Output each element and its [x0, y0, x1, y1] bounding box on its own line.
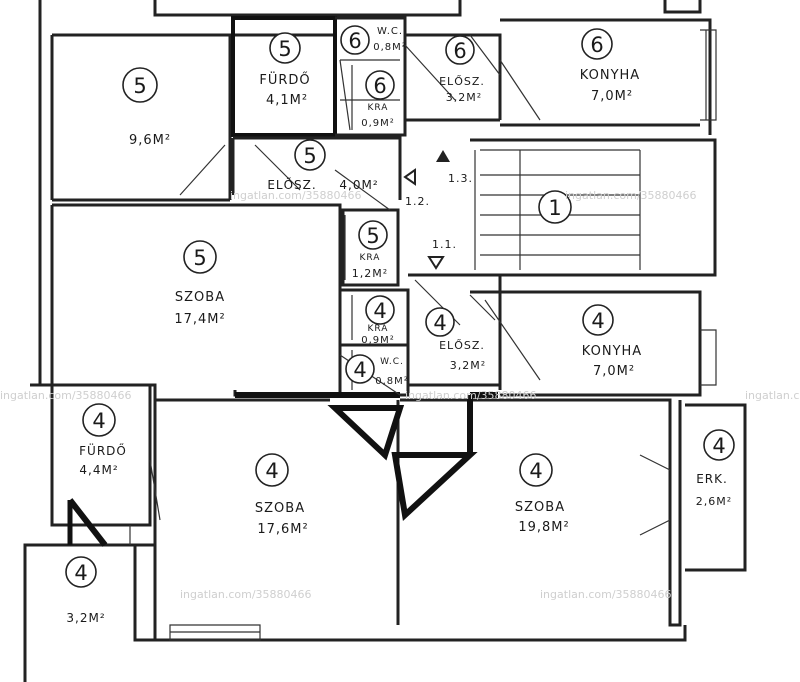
svg-text:SZOBA: SZOBA [515, 500, 565, 515]
room-erkely-4: 4 ERK. 2,6M² [696, 429, 735, 508]
room-4-small: 4 3,2M² [65, 556, 105, 625]
svg-text:1.2.: 1.2. [405, 195, 430, 208]
svg-text:5: 5 [133, 74, 146, 98]
svg-text:4: 4 [712, 434, 725, 458]
room-eloszoba-6: 6 ELŐSZ. 3,2M² [439, 35, 485, 104]
svg-text:0,8M²: 0,8M² [375, 376, 409, 387]
svg-text:7,0M²: 7,0M² [593, 364, 635, 379]
svg-text:0,8M²: 0,8M² [373, 42, 407, 53]
svg-text:ELŐSZ.: ELŐSZ. [439, 338, 485, 352]
svg-text:ELŐSZ.: ELŐSZ. [267, 177, 316, 192]
svg-text:0,9M²: 0,9M² [361, 118, 395, 129]
svg-text:4,0M²: 4,0M² [339, 178, 378, 192]
svg-text:4: 4 [265, 459, 278, 483]
room-kamra-5: 5 KRA 1,2M² [352, 220, 388, 280]
svg-text:W.C.: W.C. [377, 26, 403, 37]
svg-text:4: 4 [74, 561, 87, 585]
room-konyha-6: 6 KONYHA 7,0M² [580, 28, 640, 104]
svg-text:19,8M²: 19,8M² [518, 520, 569, 535]
svg-text:4: 4 [433, 311, 446, 335]
svg-text:KRA: KRA [360, 253, 381, 263]
watermarks: ingatlan.com/35880466 ingatlan.com/35880… [0, 189, 800, 601]
room-kamra-6: 6 KRA 0,9M² [361, 70, 395, 129]
svg-text:3,2M²: 3,2M² [66, 611, 105, 625]
room-konyha-4: 4 KONYHA 7,0M² [582, 304, 642, 379]
stair-up-arrow-icon [436, 150, 450, 162]
svg-text:FÜRDŐ: FÜRDŐ [259, 71, 310, 88]
svg-text:1.3.: 1.3. [448, 172, 473, 185]
room-furdo-6: 5 FÜRDŐ 4,1M² [259, 32, 310, 108]
svg-text:5: 5 [303, 144, 316, 168]
svg-text:FÜRDŐ: FÜRDŐ [79, 442, 127, 458]
svg-text:4: 4 [373, 299, 386, 323]
svg-text:7,0M²: 7,0M² [591, 89, 633, 104]
svg-text:3,2M²: 3,2M² [446, 91, 482, 104]
svg-text:17,4M²: 17,4M² [174, 312, 225, 327]
room-wc-4: 4 W.C. 0,8M² [345, 354, 409, 387]
svg-text:4: 4 [92, 409, 105, 433]
svg-text:ingatlan.com/35880466: ingatlan.com/35880466 [540, 588, 672, 601]
svg-text:0,9M²: 0,9M² [361, 335, 395, 346]
svg-text:4,1M²: 4,1M² [266, 93, 308, 108]
svg-text:6: 6 [453, 39, 466, 63]
svg-text:KONYHA: KONYHA [580, 68, 640, 83]
svg-text:SZOBA: SZOBA [255, 501, 305, 516]
svg-text:KRA: KRA [368, 103, 389, 113]
room-wc-6: 6 W.C. 0,8M² [340, 25, 407, 55]
svg-text:SZOBA: SZOBA [175, 290, 225, 305]
room-furdo-4: 4 FÜRDŐ 4,4M² [79, 403, 127, 477]
room-szoba-4b: 4 SZOBA 19,8M² [515, 453, 569, 535]
svg-text:1,2M²: 1,2M² [352, 267, 388, 280]
svg-text:4: 4 [591, 309, 604, 333]
stairwell: 1 1.3. 1.2. 1.1. [403, 150, 572, 270]
svg-text:ELŐSZ.: ELŐSZ. [439, 74, 485, 88]
svg-text:ingatlan.com/35880466: ingatlan.com/35880466 [565, 189, 697, 202]
svg-text:ingatlan.com/35880466: ingatlan.com/35880466 [405, 389, 537, 402]
svg-text:W.C.: W.C. [380, 357, 404, 367]
svg-text:5: 5 [366, 224, 379, 248]
svg-text:1: 1 [548, 196, 561, 220]
svg-text:6: 6 [590, 33, 603, 57]
svg-text:6: 6 [373, 74, 386, 98]
svg-text:9,6M²: 9,6M² [129, 133, 171, 148]
svg-text:KRA: KRA [368, 324, 389, 334]
svg-text:ingatlan.com/35880466: ingatlan.com/35880466 [0, 389, 132, 402]
svg-text:2,6M²: 2,6M² [696, 495, 732, 508]
room-eloszoba-5: 5 ELŐSZ. 4,0M² [267, 139, 378, 192]
room-szoba-4a: 4 SZOBA 17,6M² [255, 453, 308, 537]
svg-text:ingatlan.com/35880466: ingatlan.com/35880466 [180, 588, 312, 601]
room-kamra-4: 4 KRA 0,9M² [361, 295, 395, 346]
room-szoba-5: 5 SZOBA 17,4M² [174, 240, 225, 327]
svg-text:6: 6 [348, 29, 361, 53]
svg-text:4: 4 [353, 358, 366, 382]
room-eloszoba-4: 4 ELŐSZ. 3,2M² [425, 307, 486, 372]
stair-down-arrow-icon [427, 256, 445, 270]
svg-text:3,2M²: 3,2M² [450, 359, 486, 372]
svg-text:5: 5 [193, 246, 206, 270]
svg-text:1.1.: 1.1. [432, 238, 457, 251]
room-5-small: 5 9,6M² [122, 67, 171, 148]
svg-text:4,4M²: 4,4M² [79, 463, 118, 477]
svg-text:17,6M²: 17,6M² [257, 522, 308, 537]
svg-text:ingatlan.com/35880466: ingatlan.com/35880466 [745, 389, 800, 402]
svg-text:KONYHA: KONYHA [582, 344, 642, 359]
stair-left-arrow-icon [403, 168, 416, 186]
walls [23, 0, 747, 682]
svg-text:ingatlan.com/35880466: ingatlan.com/35880466 [230, 189, 362, 202]
svg-text:5: 5 [278, 37, 291, 61]
svg-text:ERK.: ERK. [696, 472, 728, 486]
svg-text:4: 4 [529, 459, 542, 483]
